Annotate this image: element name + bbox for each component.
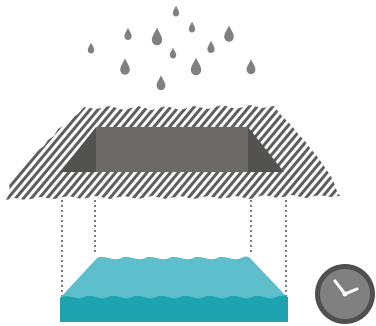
raindrop — [224, 25, 234, 41]
clock-icon — [315, 264, 375, 324]
raindrop — [189, 22, 195, 33]
raindrop — [157, 75, 166, 90]
raindrop — [120, 58, 130, 74]
raindrop — [191, 58, 201, 76]
raindrop — [88, 43, 94, 54]
raindrop — [173, 6, 179, 17]
raindrop — [124, 28, 131, 40]
raindrop — [170, 48, 176, 59]
roof-block-front — [96, 127, 248, 172]
pool-front — [60, 296, 288, 323]
roof-block — [60, 127, 284, 172]
pool — [60, 257, 288, 323]
pool-surface — [60, 257, 288, 299]
rain — [88, 6, 256, 91]
raindrop — [247, 59, 256, 74]
raindrop — [207, 41, 214, 53]
raindrop — [152, 28, 162, 46]
